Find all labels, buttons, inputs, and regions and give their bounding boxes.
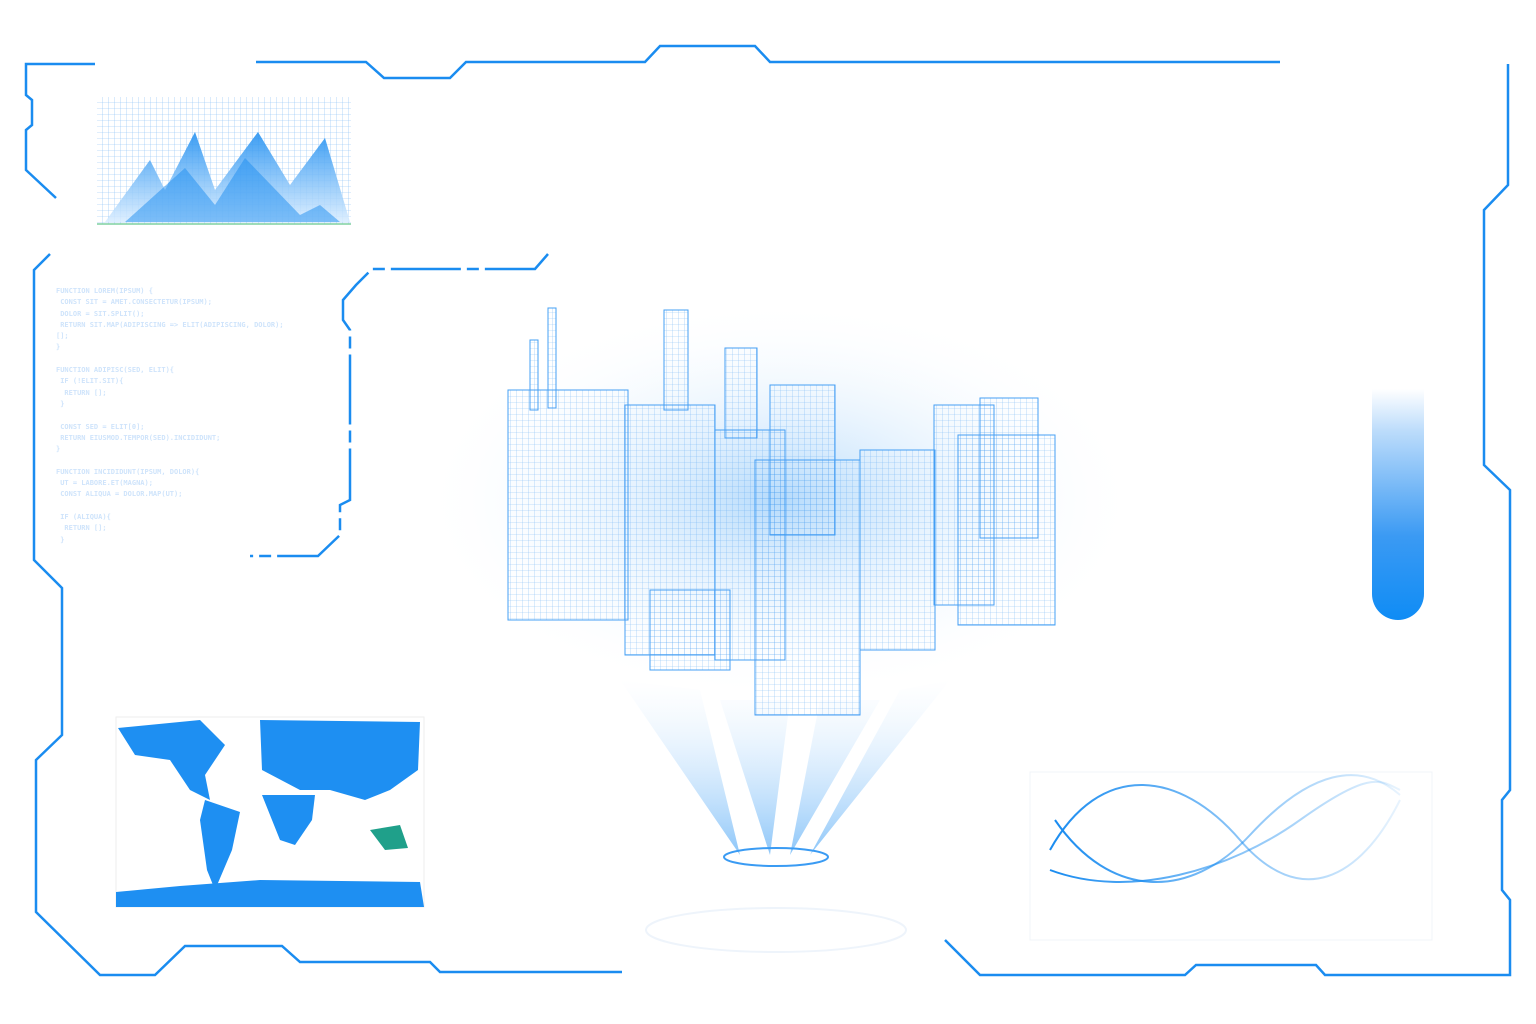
code-line: RETURN EIUSMOD.TEMPOR(SED).INCIDIDUNT; [56,433,221,442]
code-line: CONST SIT = AMET.CONSECTETUR(IPSUM); [56,298,212,307]
code-line: } [56,445,61,454]
code-line [56,501,336,512]
code-line: FUNCTION ADIPISC(SED, ELIT){ [56,366,175,375]
code-line [56,354,336,365]
code-line: []; [56,332,69,341]
projector-ring [723,847,829,867]
code-line: RETURN []; [56,388,107,397]
code-line: IF (!ELIT.SIT){ [56,377,124,386]
code-line: } [56,399,65,408]
code-line [56,455,336,466]
vertical-gauge [1372,200,1424,620]
code-line: DOLOR = SIT.SPLIT(); [56,309,145,318]
code-line: } [56,535,65,544]
hud-frame [24,44,1512,977]
code-line: CONST ALIQUA = DOLOR.MAP(UT); [56,490,183,499]
code-line: IF (ALIQUA){ [56,512,111,521]
code-panel: FUNCTION LOREM(IPSUM) { CONST SIT = AMET… [56,286,336,546]
code-line: RETURN []; [56,524,107,533]
world-map [115,716,425,908]
wave-chart [1029,771,1433,941]
mountain-chart [97,97,351,225]
code-line: RETURN SIT.MAP(ADIPISCING => ELIT(ADIPIS… [56,320,284,329]
hologram-city [420,300,1140,953]
code-line: FUNCTION LOREM(IPSUM) { [56,287,153,295]
code-line [56,410,336,421]
code-line: } [56,343,61,352]
code-line: FUNCTION INCIDIDUNT(IPSUM, DOLOR){ [56,467,200,476]
code-line: UT = LABORE.ET(MAGNA); [56,479,153,488]
code-line: CONST SED = ELIT[0]; [56,422,145,431]
